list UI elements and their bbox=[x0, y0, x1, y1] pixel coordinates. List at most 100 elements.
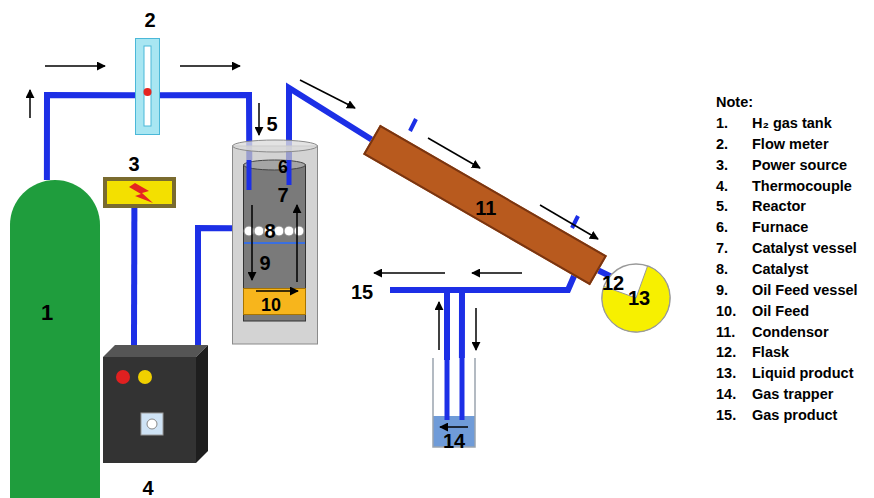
indicator-light bbox=[138, 370, 152, 384]
flow-arrow bbox=[296, 205, 298, 282]
flow-arrow bbox=[256, 290, 298, 292]
water-port bbox=[410, 119, 416, 131]
note-entry: 4. bbox=[716, 179, 728, 194]
apparatus-part: 1 bbox=[10, 180, 100, 498]
apparatus-part: 11 bbox=[363, 125, 607, 285]
flow-arrow bbox=[475, 308, 477, 350]
box-top bbox=[103, 345, 208, 357]
note-entry: Oil Feed bbox=[752, 304, 809, 319]
flow-meter-casing bbox=[136, 39, 160, 135]
flow-arrow bbox=[29, 90, 31, 118]
apparatus-part: 1213 bbox=[600, 262, 672, 334]
apparatus-part: 2 bbox=[135, 38, 160, 135]
vessel-arrows bbox=[252, 205, 468, 427]
callout-number: 8 bbox=[264, 221, 275, 241]
lightning-symbol bbox=[129, 183, 153, 203]
flow-arrow bbox=[472, 272, 522, 274]
note-entry: 14. bbox=[716, 387, 736, 402]
callout-number: 15 bbox=[351, 282, 373, 302]
note-entry: 8. bbox=[716, 262, 728, 277]
gas-product-pipe bbox=[390, 287, 462, 293]
note-entry: 15. bbox=[716, 408, 736, 423]
pipe-connector bbox=[462, 276, 574, 358]
callout-number: 11 bbox=[475, 198, 496, 218]
callout-number: 5 bbox=[266, 114, 277, 134]
catalyst-pellet bbox=[284, 226, 294, 236]
gas-outlet-pipe bbox=[390, 290, 462, 360]
callout-number: 1 bbox=[41, 302, 53, 324]
flow-arrow bbox=[180, 65, 240, 67]
note-entry: Catalyst bbox=[752, 262, 808, 277]
indicator-light bbox=[116, 370, 130, 384]
box-side bbox=[196, 345, 208, 463]
note-entry: 13. bbox=[716, 366, 736, 381]
flow-arrow bbox=[258, 103, 260, 135]
note-entry: Liquid product bbox=[752, 366, 853, 381]
note-entry: Thermocouple bbox=[752, 179, 852, 194]
flow-arrow bbox=[438, 302, 440, 350]
callout-number: 14 bbox=[443, 431, 465, 451]
apparatus-part: 3 bbox=[103, 177, 176, 208]
connector-group bbox=[47, 88, 611, 358]
callout-number: 7 bbox=[277, 185, 288, 205]
note-entry: 5. bbox=[716, 199, 728, 214]
pipe-connector bbox=[198, 228, 232, 345]
note-entry: Condensor bbox=[752, 325, 829, 340]
liquid-product-fill bbox=[602, 266, 670, 332]
note-entry: 9. bbox=[716, 283, 728, 298]
note-entry: 6. bbox=[716, 220, 728, 235]
flask-outline bbox=[602, 264, 670, 332]
vessel-top bbox=[244, 160, 306, 170]
callout-number: 4 bbox=[142, 478, 153, 498]
note-entry: 11. bbox=[716, 325, 735, 340]
furnace-wall bbox=[233, 146, 318, 344]
callout-number: 13 bbox=[628, 288, 650, 308]
note-entry: Gas trapper bbox=[752, 387, 833, 402]
flow-arrow bbox=[440, 426, 468, 428]
flow-arrow bbox=[374, 272, 445, 274]
apparatus-part: 10 bbox=[243, 288, 306, 315]
box-front bbox=[103, 357, 196, 463]
callout-number: 12 bbox=[602, 273, 624, 293]
trap-tube bbox=[444, 290, 450, 360]
note-entry: Oil Feed vessel bbox=[752, 283, 858, 298]
inner-pipes bbox=[249, 160, 462, 420]
note-entry: Flow meter bbox=[752, 137, 829, 152]
note-entry: Gas product bbox=[752, 408, 837, 423]
vessel-wall bbox=[244, 165, 306, 321]
control-knob-dial bbox=[147, 419, 157, 429]
note-entry: Power source bbox=[752, 158, 847, 173]
furnace-top bbox=[233, 140, 318, 152]
pipe-connector bbox=[47, 95, 135, 180]
flow-arrow bbox=[300, 80, 355, 108]
trap-tube bbox=[445, 358, 450, 420]
note-entry: Flask bbox=[752, 345, 789, 360]
callout-number: 2 bbox=[144, 10, 155, 30]
apparatus-part: 14 bbox=[432, 358, 476, 448]
power-symbol bbox=[107, 181, 172, 204]
callout-number: 9 bbox=[259, 253, 270, 273]
note-entry: H₂ gas tank bbox=[752, 116, 832, 131]
note-entry: 3. bbox=[716, 158, 728, 173]
flow-meter-float bbox=[144, 88, 152, 96]
note-entry: 1. bbox=[716, 116, 728, 131]
flow-arrow bbox=[45, 65, 105, 67]
note-entry: Furnace bbox=[752, 220, 808, 235]
catalyst-pellet bbox=[294, 226, 304, 236]
flow-arrow bbox=[251, 205, 253, 280]
note-entry: 7. bbox=[716, 241, 728, 256]
note-entry: 10. bbox=[716, 304, 736, 319]
thermocouple-body bbox=[103, 345, 208, 463]
note-entry: Reactor bbox=[752, 199, 806, 214]
trap-tube bbox=[460, 358, 465, 420]
callout-number: 10 bbox=[261, 296, 281, 314]
apparatus-part: 4 bbox=[103, 345, 208, 463]
flow-meter-tube bbox=[144, 46, 151, 126]
note-entry: 2. bbox=[716, 137, 728, 152]
callout-number: 3 bbox=[128, 154, 139, 174]
catalyst-mesh bbox=[244, 242, 305, 244]
control-knob bbox=[141, 413, 163, 435]
callout-number: 6 bbox=[278, 158, 288, 176]
note-entry: Catalyst vessel bbox=[752, 241, 857, 256]
